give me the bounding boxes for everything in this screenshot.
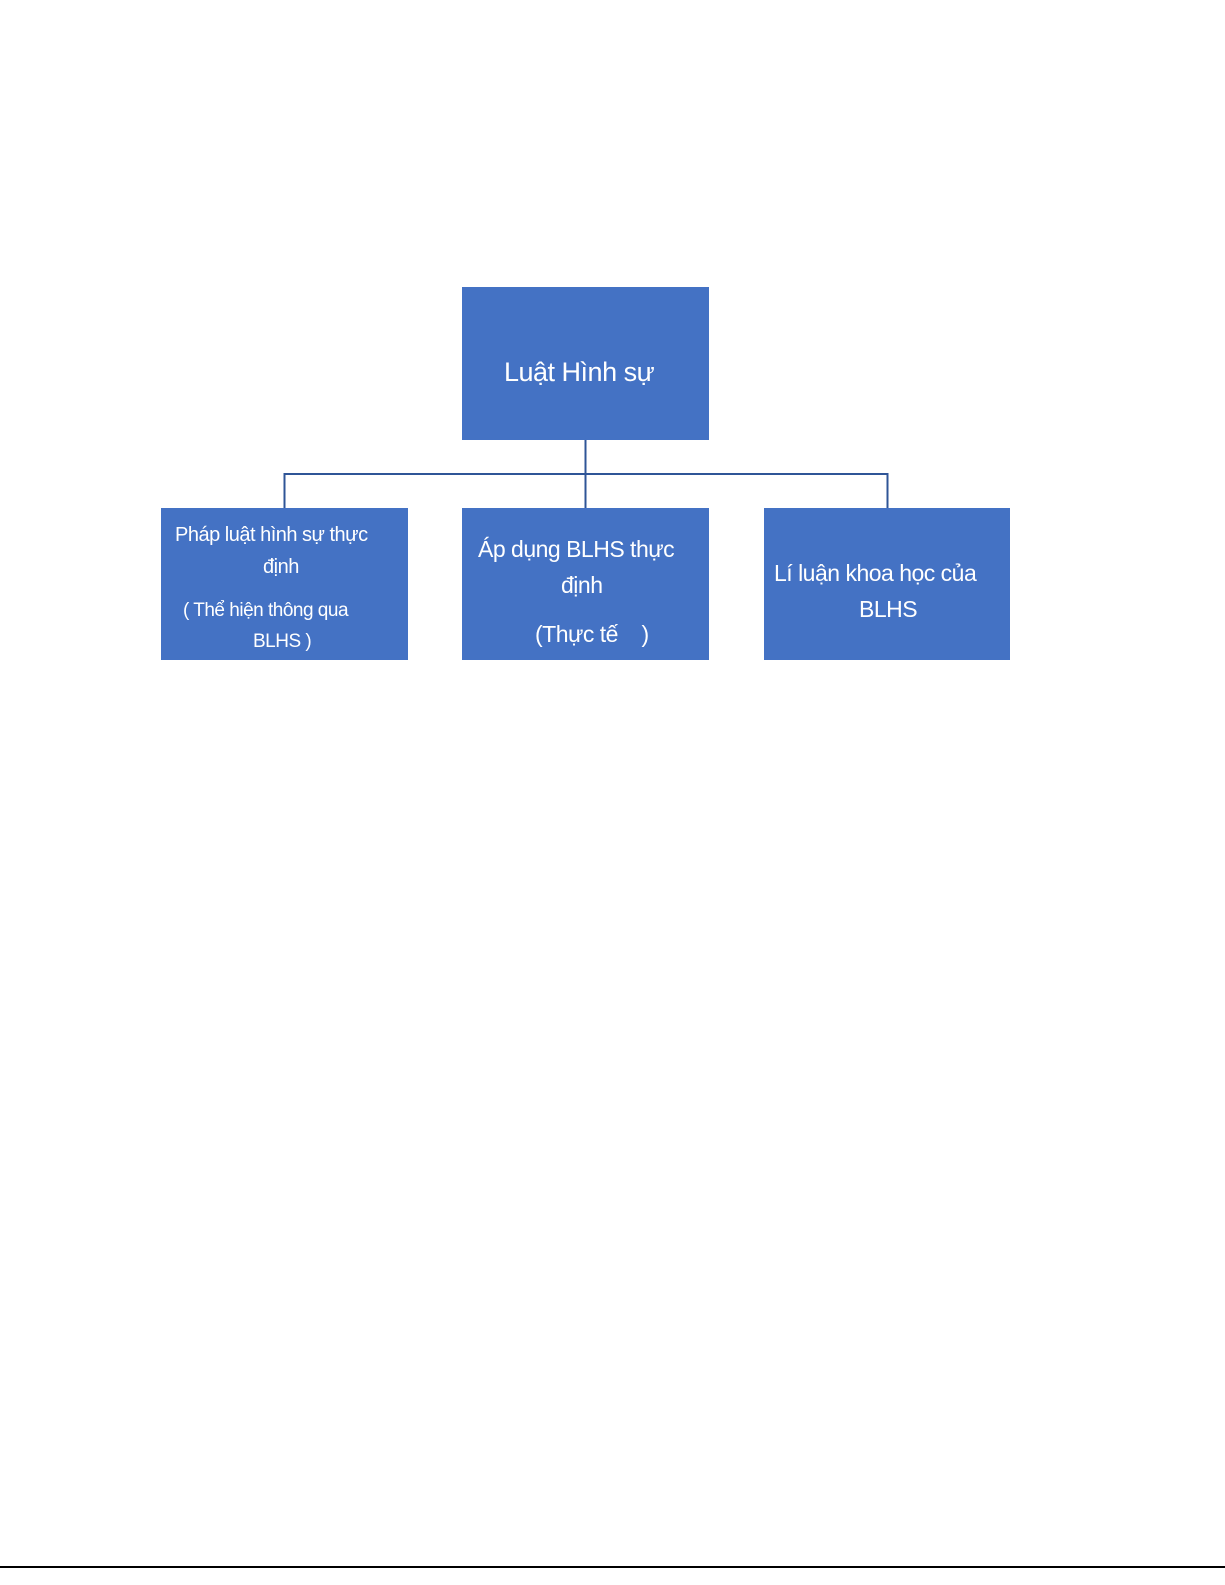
child-2-line-2: định <box>561 572 602 599</box>
child-3-line-1: Lí luận khoa học của <box>774 560 976 587</box>
child-1-line-2: định <box>263 556 299 579</box>
child-1-line-3: ( Thể hiện thông qua <box>183 600 348 622</box>
root-node: Luật Hình sự <box>462 287 709 440</box>
child-node-positive-criminal-law: Pháp luật hình sự thực định ( Thể hiện t… <box>161 508 408 660</box>
child-2-line-3: (Thực tế ) <box>535 621 649 648</box>
child-1-line-1: Pháp luật hình sự thực <box>175 524 368 547</box>
child-1-line-4: BLHS ) <box>253 631 311 653</box>
child-node-legal-theory: Lí luận khoa học của BLHS <box>764 508 1010 660</box>
child-2-line-1: Áp dụng BLHS thực <box>478 536 674 563</box>
child-3-line-2: BLHS <box>859 596 917 623</box>
child-node-applying-code: Áp dụng BLHS thực định (Thực tế ) <box>462 508 709 660</box>
root-label: Luật Hình sự <box>504 357 654 388</box>
page-bottom-border <box>0 1566 1225 1568</box>
